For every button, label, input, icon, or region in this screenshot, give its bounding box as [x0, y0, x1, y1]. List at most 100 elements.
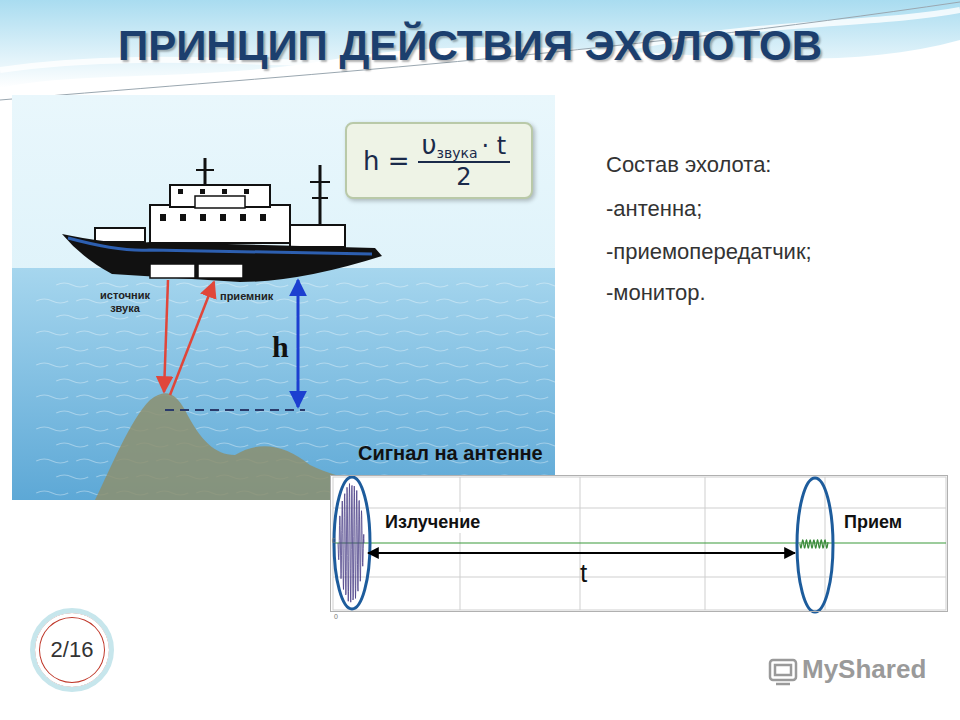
signal-baseline [334, 542, 946, 543]
slide-background [0, 0, 960, 100]
wave-texture-part [376, 379, 408, 383]
wave-texture-part [236, 427, 268, 431]
wave-texture-part [176, 315, 208, 319]
watermark-icon-part [770, 660, 796, 680]
wave-texture-part [516, 363, 548, 367]
dimension-label: h [272, 330, 289, 365]
wave-texture-part [76, 427, 108, 431]
wave-texture-part [216, 443, 248, 447]
wave-texture-part [396, 427, 428, 431]
wave-texture-part [496, 411, 528, 415]
page-number: 2/16 [51, 637, 94, 663]
ship-part-part [222, 189, 227, 194]
wave-texture-part [56, 379, 88, 383]
ship-part [196, 169, 214, 171]
wave-texture-part [436, 395, 468, 399]
wave-texture-part [96, 315, 128, 319]
wave-texture-part [76, 331, 108, 335]
echo-ray [170, 282, 214, 395]
wave-texture-part [476, 363, 508, 367]
wave-texture-part [456, 315, 488, 319]
wave-texture-part [316, 395, 348, 399]
wave-texture-part [36, 459, 68, 463]
ship-scene [12, 95, 568, 500]
wave-texture-part [376, 315, 408, 319]
fraction: υзвука· t2 [418, 130, 511, 191]
wave-texture-part [136, 315, 168, 319]
signal-chart-part [330, 475, 948, 612]
wave-texture-part [136, 283, 168, 287]
wave-texture-part [536, 411, 568, 415]
wave-texture-part [56, 411, 88, 415]
wave-texture-part [336, 283, 368, 287]
wave-texture-part [536, 379, 568, 383]
wave-texture-part [156, 299, 188, 303]
wave-texture-part [396, 331, 428, 335]
wave-texture-part [116, 363, 148, 367]
wave-texture-part [316, 299, 348, 303]
ship [62, 158, 382, 282]
wave-texture-part [216, 347, 248, 351]
wave-texture-part [496, 379, 528, 383]
wave-texture-part [336, 411, 368, 415]
wave-texture-part [456, 411, 488, 415]
ship-part-part [160, 214, 166, 221]
wave-texture-part [516, 427, 548, 431]
formula-left: h = [363, 146, 410, 176]
wave-texture-part [76, 459, 108, 463]
wave-texture-part [296, 443, 328, 447]
wave-texture-part [516, 299, 548, 303]
wave-texture-part [36, 491, 68, 495]
wave-texture-part [356, 331, 388, 335]
wave-texture-part [496, 315, 528, 319]
emission-ellipse [334, 477, 370, 609]
wave-texture-part [296, 315, 328, 319]
wave-texture-part [476, 331, 508, 335]
wave-texture-part [356, 363, 388, 367]
ship-part [150, 205, 290, 243]
depth-arrow [297, 280, 300, 407]
slide-background-part [0, 2, 960, 100]
wave-texture-part [196, 395, 228, 399]
received-pulse [800, 540, 828, 548]
wave-texture-part [436, 331, 468, 335]
wave-texture-part [356, 395, 388, 399]
ship-part [62, 234, 382, 282]
signal-chart [330, 475, 948, 612]
ship-part-part [180, 214, 186, 221]
wave-texture-part [56, 443, 88, 447]
wave-texture-part [216, 379, 248, 383]
watermark: MyShared [802, 655, 926, 685]
signal-chart-part-part [333, 577, 946, 578]
wave-texture-part [56, 347, 88, 351]
time-label: t [580, 559, 587, 589]
slide-background-part [0, 10, 960, 70]
wave-texture-part [256, 411, 288, 415]
wave-texture-part [496, 347, 528, 351]
wave-texture-part [296, 347, 328, 351]
wave-texture-part [476, 395, 508, 399]
wave-texture-part [456, 283, 488, 287]
signal-chart-part-part [333, 477, 946, 610]
ship-part [68, 238, 372, 254]
part-label: источник звука [92, 289, 158, 314]
wave-texture-part [536, 283, 568, 287]
wave-texture-part [56, 315, 88, 319]
wave-texture-part [376, 411, 408, 415]
ship-part-part [260, 214, 266, 221]
wave-texture-part [216, 411, 248, 415]
wave-texture-part [36, 299, 68, 303]
numerator: υзвука· t [418, 130, 511, 163]
wave-texture-part [316, 459, 348, 463]
wave-texture-part [156, 331, 188, 335]
receiver [198, 264, 243, 278]
signal-chart-part [333, 477, 946, 610]
wave-texture-part [516, 395, 548, 399]
wave-texture-part [416, 379, 448, 383]
wave-texture-part [436, 427, 468, 431]
wave-texture-part [36, 395, 68, 399]
axis-tick: 0 [332, 537, 336, 545]
ship-part-part [220, 214, 226, 221]
wave-texture-part [256, 315, 288, 319]
